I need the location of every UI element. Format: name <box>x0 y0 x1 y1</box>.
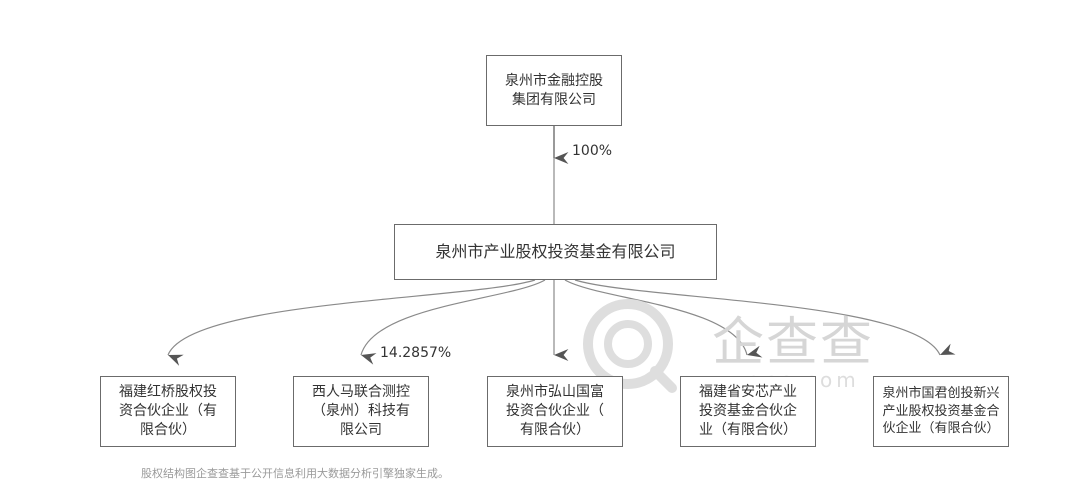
node-child-4[interactable]: 福建省安芯产业 投资基金合伙企 业（有限合伙） <box>680 376 816 447</box>
node-child-2[interactable]: 西人马联合测控 （泉州）科技有 限公司 <box>293 376 429 447</box>
node-child-1[interactable]: 福建红桥股权投 资合伙企业（有 限合伙） <box>100 376 236 447</box>
node-root-label: 泉州市金融控股 集团有限公司 <box>505 72 603 108</box>
edge-percent-child-2: 14.2857% <box>380 345 452 361</box>
node-child-5[interactable]: 泉州市国君创投新兴 产业股权投资基金合 伙企业（有限合伙） <box>873 376 1009 447</box>
node-child-2-label: 西人马联合测控 （泉州）科技有 限公司 <box>312 384 410 438</box>
node-child-3[interactable]: 泉州市弘山国富 投资合伙企业（ 有限合伙） <box>487 376 623 447</box>
qcc-logo-icon <box>583 299 677 393</box>
node-child-4-label: 福建省安芯产业 投资基金合伙企 业（有限合伙） <box>699 384 797 438</box>
node-root[interactable]: 泉州市金融控股 集团有限公司 <box>486 55 622 126</box>
watermark-brand: 企查查 <box>712 313 875 373</box>
edge-mid-to-child-2 <box>360 279 546 365</box>
edge-percent-root: 100% <box>572 143 613 159</box>
edge-mid-to-child-1 <box>167 279 536 366</box>
node-child-3-label: 泉州市弘山国富 投资合伙企业（ 有限合伙） <box>506 384 604 438</box>
node-mid[interactable]: 泉州市产业股权投资基金有限公司 <box>394 224 717 280</box>
footer-note: 股权结构图企查查基于公开信息利用大数据分析引擎独家生成。 <box>141 467 449 480</box>
edge-mid-to-child-4 <box>564 279 763 358</box>
edge-mid-to-child-5 <box>574 279 956 356</box>
node-child-5-label: 泉州市国君创投新兴 产业股权投资基金合 伙企业（有限合伙） <box>882 386 1000 437</box>
node-mid-label: 泉州市产业股权投资基金有限公司 <box>435 242 676 262</box>
node-child-1-label: 福建红桥股权投 资合伙企业（有 限合伙） <box>119 384 217 438</box>
